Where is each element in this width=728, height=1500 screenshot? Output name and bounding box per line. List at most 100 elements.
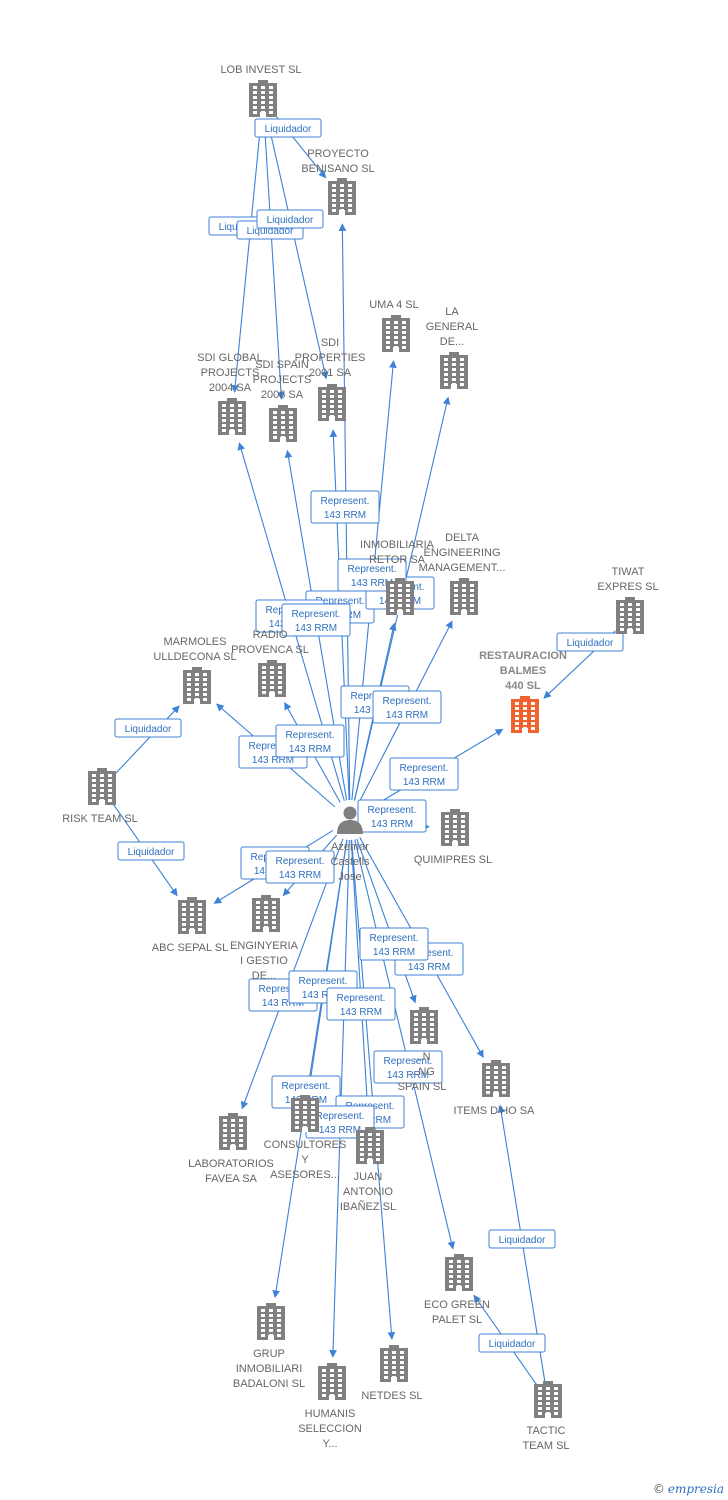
edge-label-text: Represent.	[282, 1081, 331, 1092]
building-icon	[258, 660, 286, 697]
edge-label-p-sdispain: Represent.143 RRM	[281, 603, 351, 637]
building-icon	[252, 895, 280, 932]
edge-label-text: Represent.	[405, 948, 454, 959]
edge-label-text: Liquidador	[567, 638, 614, 649]
building-icon	[450, 578, 478, 615]
company-label: I GESTIO	[240, 955, 288, 967]
edge-label-p-restauracion: Represent.143 RRM	[389, 757, 459, 791]
building-icon	[386, 578, 414, 615]
edge-label-text: 143 RRM	[386, 710, 428, 721]
company-node-consultores[interactable]: CONSULTORESYASESORES...	[264, 1095, 347, 1181]
company-label: 2006 SA	[261, 389, 304, 401]
company-label: Y	[301, 1154, 309, 1166]
edge-label-box	[556, 632, 624, 652]
company-node-netdes[interactable]: NETDES SL	[361, 1345, 423, 1402]
company-node-quimipres[interactable]: QUIMIPRES SL	[414, 809, 492, 866]
company-label: PROYECTO	[307, 148, 369, 160]
edge-line-riskteam-marmoles	[115, 705, 180, 774]
company-node-lageneral[interactable]: LAGENERALDE...	[426, 306, 479, 389]
edge-line-lob-sdiglobal	[231, 119, 262, 393]
edge-label-text: 143 RRM	[252, 755, 294, 766]
company-label: UMA 4 SL	[369, 299, 419, 311]
edge-label-box	[265, 850, 335, 884]
edge-label-text: 143 RRM	[324, 510, 366, 521]
company-node-benisano[interactable]: PROYECTO BENISANO SL	[301, 148, 375, 215]
building-icon	[382, 315, 410, 352]
company-label: SDI SPAIN	[255, 359, 309, 371]
edge-label-tactic-itemsdho: Liquidador	[488, 1229, 556, 1249]
company-node-uma4[interactable]: UMA 4 SL	[369, 299, 419, 352]
edge-label-p-ecogreen: Represent.143 RRM	[373, 1050, 443, 1084]
edge-line-p-juanantonio	[350, 839, 372, 1122]
edge-label-p-enginyeria: Represent.143 RRM	[265, 850, 335, 884]
company-label: LOB INVEST SL	[220, 64, 301, 76]
edge-line-p-ecogreen	[354, 839, 456, 1250]
edge-label-box	[114, 718, 182, 738]
company-label: ...N	[413, 1051, 430, 1063]
company-node-humanis[interactable]: HUMANISSELECCIONY...	[298, 1363, 362, 1450]
company-label: DE...	[440, 336, 464, 348]
edge-label-text: 143 RRM	[340, 1007, 382, 1018]
company-node-abcsepal[interactable]: ABC SEPAL SL	[152, 897, 228, 954]
edge-label-text: Represent.	[316, 1111, 365, 1122]
edge-label-text: Liquidador	[265, 124, 312, 135]
edge-label-text: Represent.	[370, 933, 419, 944]
company-label: INMOBILIARIA	[360, 539, 435, 551]
company-label: DE...	[252, 970, 276, 982]
edge-line-lob-sdispain	[263, 119, 285, 400]
company-node-juanantonio[interactable]: JUAN ANTONIO IBAÑEZ SL	[340, 1127, 396, 1213]
empresia-logo: ©empresia	[653, 1482, 724, 1496]
person-label: Azemar	[331, 841, 369, 853]
company-label: BENISANO SL	[301, 163, 374, 175]
company-node-enginyeria[interactable]: ENGINYERIA I GESTIO DE...	[230, 895, 299, 982]
building-icon	[178, 897, 206, 934]
company-label: ANTONIO	[343, 1186, 393, 1198]
company-label: MARMOLES	[164, 636, 227, 648]
edge-label-box	[373, 1050, 443, 1084]
company-label: JUAN	[354, 1171, 383, 1183]
edge-label-lob-sdiprop: Liquidador	[256, 209, 324, 229]
company-label: Y...	[322, 1438, 337, 1450]
company-label: 2004 SA	[209, 382, 252, 394]
edge-label-p-itemsdho: Represent.143 RRM	[359, 927, 429, 961]
edge-label-text: 143 RRM	[295, 623, 337, 634]
person-label: Jose	[338, 871, 361, 883]
building-icon	[356, 1127, 384, 1164]
company-label: GENERAL	[426, 321, 479, 333]
company-label: TACTIC	[527, 1425, 566, 1437]
building-icon	[380, 1345, 408, 1382]
company-node-itemsdho[interactable]: ITEMS D'HO SA	[454, 1060, 536, 1117]
company-node-lob[interactable]: LOB INVEST SL	[220, 64, 302, 117]
edge-line-lob-sdiprop	[266, 119, 329, 380]
company-node-delta[interactable]: DELTAENGINEERINGMANAGEMENT...	[419, 532, 506, 615]
company-label: ...NG	[409, 1066, 435, 1078]
edge-label-text: Represent.	[321, 496, 370, 507]
company-node-tactic[interactable]: TACTIC TEAM SL	[522, 1381, 570, 1452]
edge-label-tiwat-restauracion: Liquidador	[556, 632, 624, 652]
edge-label-text: Represent.	[259, 984, 308, 995]
company-node-riskteam[interactable]: RISK TEAM SL	[62, 768, 138, 825]
edge-label-box	[117, 841, 185, 861]
company-label: IBAÑEZ SL	[340, 1200, 396, 1213]
nodes: LOB INVEST SL PROYECTO BENISANO SL UMA 4 SL…	[62, 64, 658, 1452]
building-icon	[249, 80, 277, 117]
company-label: TEAM SL	[522, 1440, 569, 1452]
company-label: ASESORES...	[270, 1169, 340, 1181]
company-label: FAVEA SA	[205, 1173, 257, 1185]
company-label: ENGINYERIA	[230, 940, 299, 952]
edge-label-text: Represent.	[316, 596, 365, 607]
edge-label-text: Liquidador	[489, 1339, 536, 1350]
